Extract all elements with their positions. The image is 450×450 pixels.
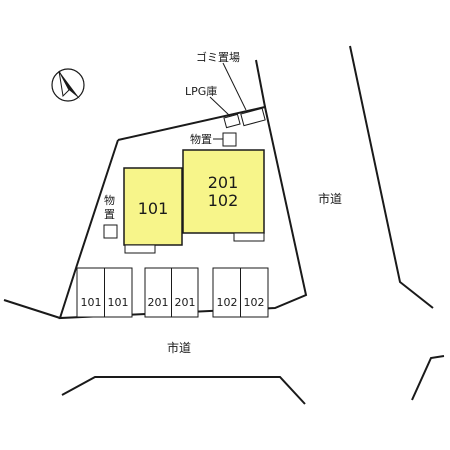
- site-boundary-west-road-edge: [3, 299, 61, 319]
- parking-label: 101: [108, 296, 129, 309]
- parking-block-1: [76, 267, 133, 318]
- parking-block-3: [212, 267, 269, 318]
- parking-label: 101: [81, 296, 102, 309]
- storage-left-label-1: 物: [104, 193, 115, 207]
- garbage-area: [240, 107, 266, 127]
- parking-label: 102: [217, 296, 238, 309]
- parking-label: 201: [148, 296, 169, 309]
- site-boundary-east-edge: [255, 59, 266, 108]
- north-arrow-icon: [51, 68, 85, 102]
- parking-label: 102: [244, 296, 265, 309]
- building-east-label-1: 201: [208, 173, 239, 192]
- parking-label: 201: [175, 296, 196, 309]
- storage-top-label: 物置: [190, 132, 212, 146]
- storage-shed-top: [222, 132, 237, 147]
- lpg-storage: [223, 113, 241, 129]
- road-edge-southeast: [411, 355, 445, 401]
- lpg-label: LPG庫: [185, 84, 217, 98]
- road-edge-south: [61, 376, 306, 405]
- building-west-label: 101: [138, 199, 169, 218]
- parking-block-2: [144, 267, 199, 318]
- storage-shed-left: [103, 224, 118, 239]
- building-east: [182, 149, 265, 234]
- road-label-south: 市道: [167, 340, 191, 355]
- road-label-east: 市道: [318, 191, 342, 206]
- building-east-label-2: 102: [208, 191, 239, 210]
- garbage-label: ゴミ置場: [196, 50, 240, 64]
- building-west-step: [124, 244, 156, 254]
- storage-left-label-2: 置: [104, 208, 115, 221]
- road-edge-east: [349, 45, 434, 309]
- building-east-step: [233, 232, 265, 242]
